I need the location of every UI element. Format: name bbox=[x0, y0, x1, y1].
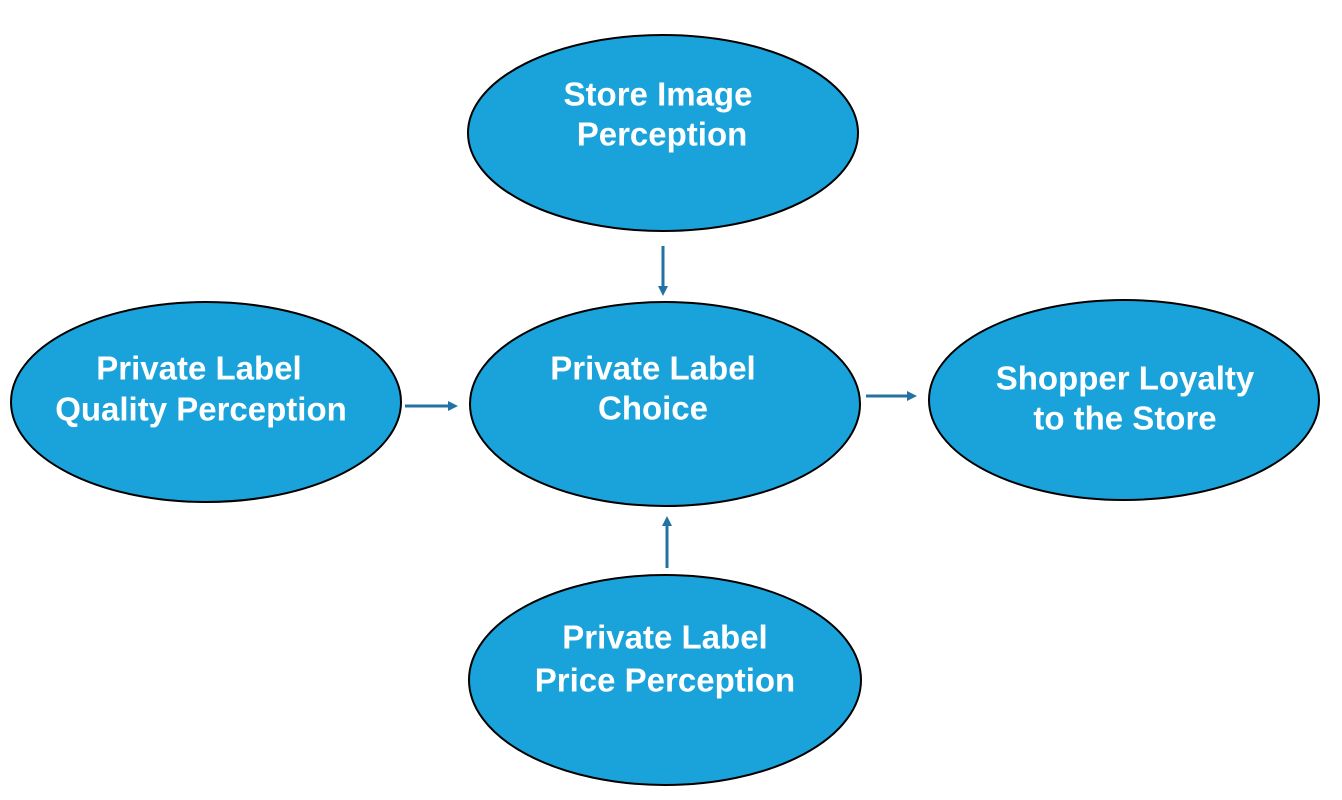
node-loyalty-line1: Shopper Loyalty bbox=[996, 360, 1255, 397]
node-choice: Private Label Choice bbox=[469, 301, 861, 507]
node-price-perception: Private Label Price Perception bbox=[468, 574, 862, 786]
node-store-image-perception: Store Image Perception bbox=[467, 34, 859, 232]
node-price-line1: Private Label bbox=[562, 619, 767, 656]
node-quality-line2: Quality Perception bbox=[55, 391, 347, 428]
node-store-image-perception-shape bbox=[467, 34, 859, 232]
node-shopper-loyalty: Shopper Loyalty to the Store bbox=[928, 299, 1320, 501]
node-price-line2: Price Perception bbox=[535, 662, 795, 699]
node-loyalty-line2: to the Store bbox=[1033, 400, 1216, 437]
node-quality-line1: Private Label bbox=[96, 350, 301, 387]
node-store-image-line2: Perception bbox=[577, 116, 748, 153]
node-quality-perception: Private Label Quality Perception bbox=[10, 301, 402, 503]
arrows-group bbox=[405, 246, 917, 568]
node-price-perception-shape bbox=[468, 574, 862, 786]
node-choice-line1: Private Label bbox=[550, 350, 755, 387]
node-choice-line2: Choice bbox=[598, 390, 708, 427]
node-shopper-loyalty-shape bbox=[928, 299, 1320, 501]
node-quality-perception-shape bbox=[10, 301, 402, 503]
node-choice-shape bbox=[469, 301, 861, 507]
node-store-image-line1: Store Image bbox=[564, 76, 753, 113]
